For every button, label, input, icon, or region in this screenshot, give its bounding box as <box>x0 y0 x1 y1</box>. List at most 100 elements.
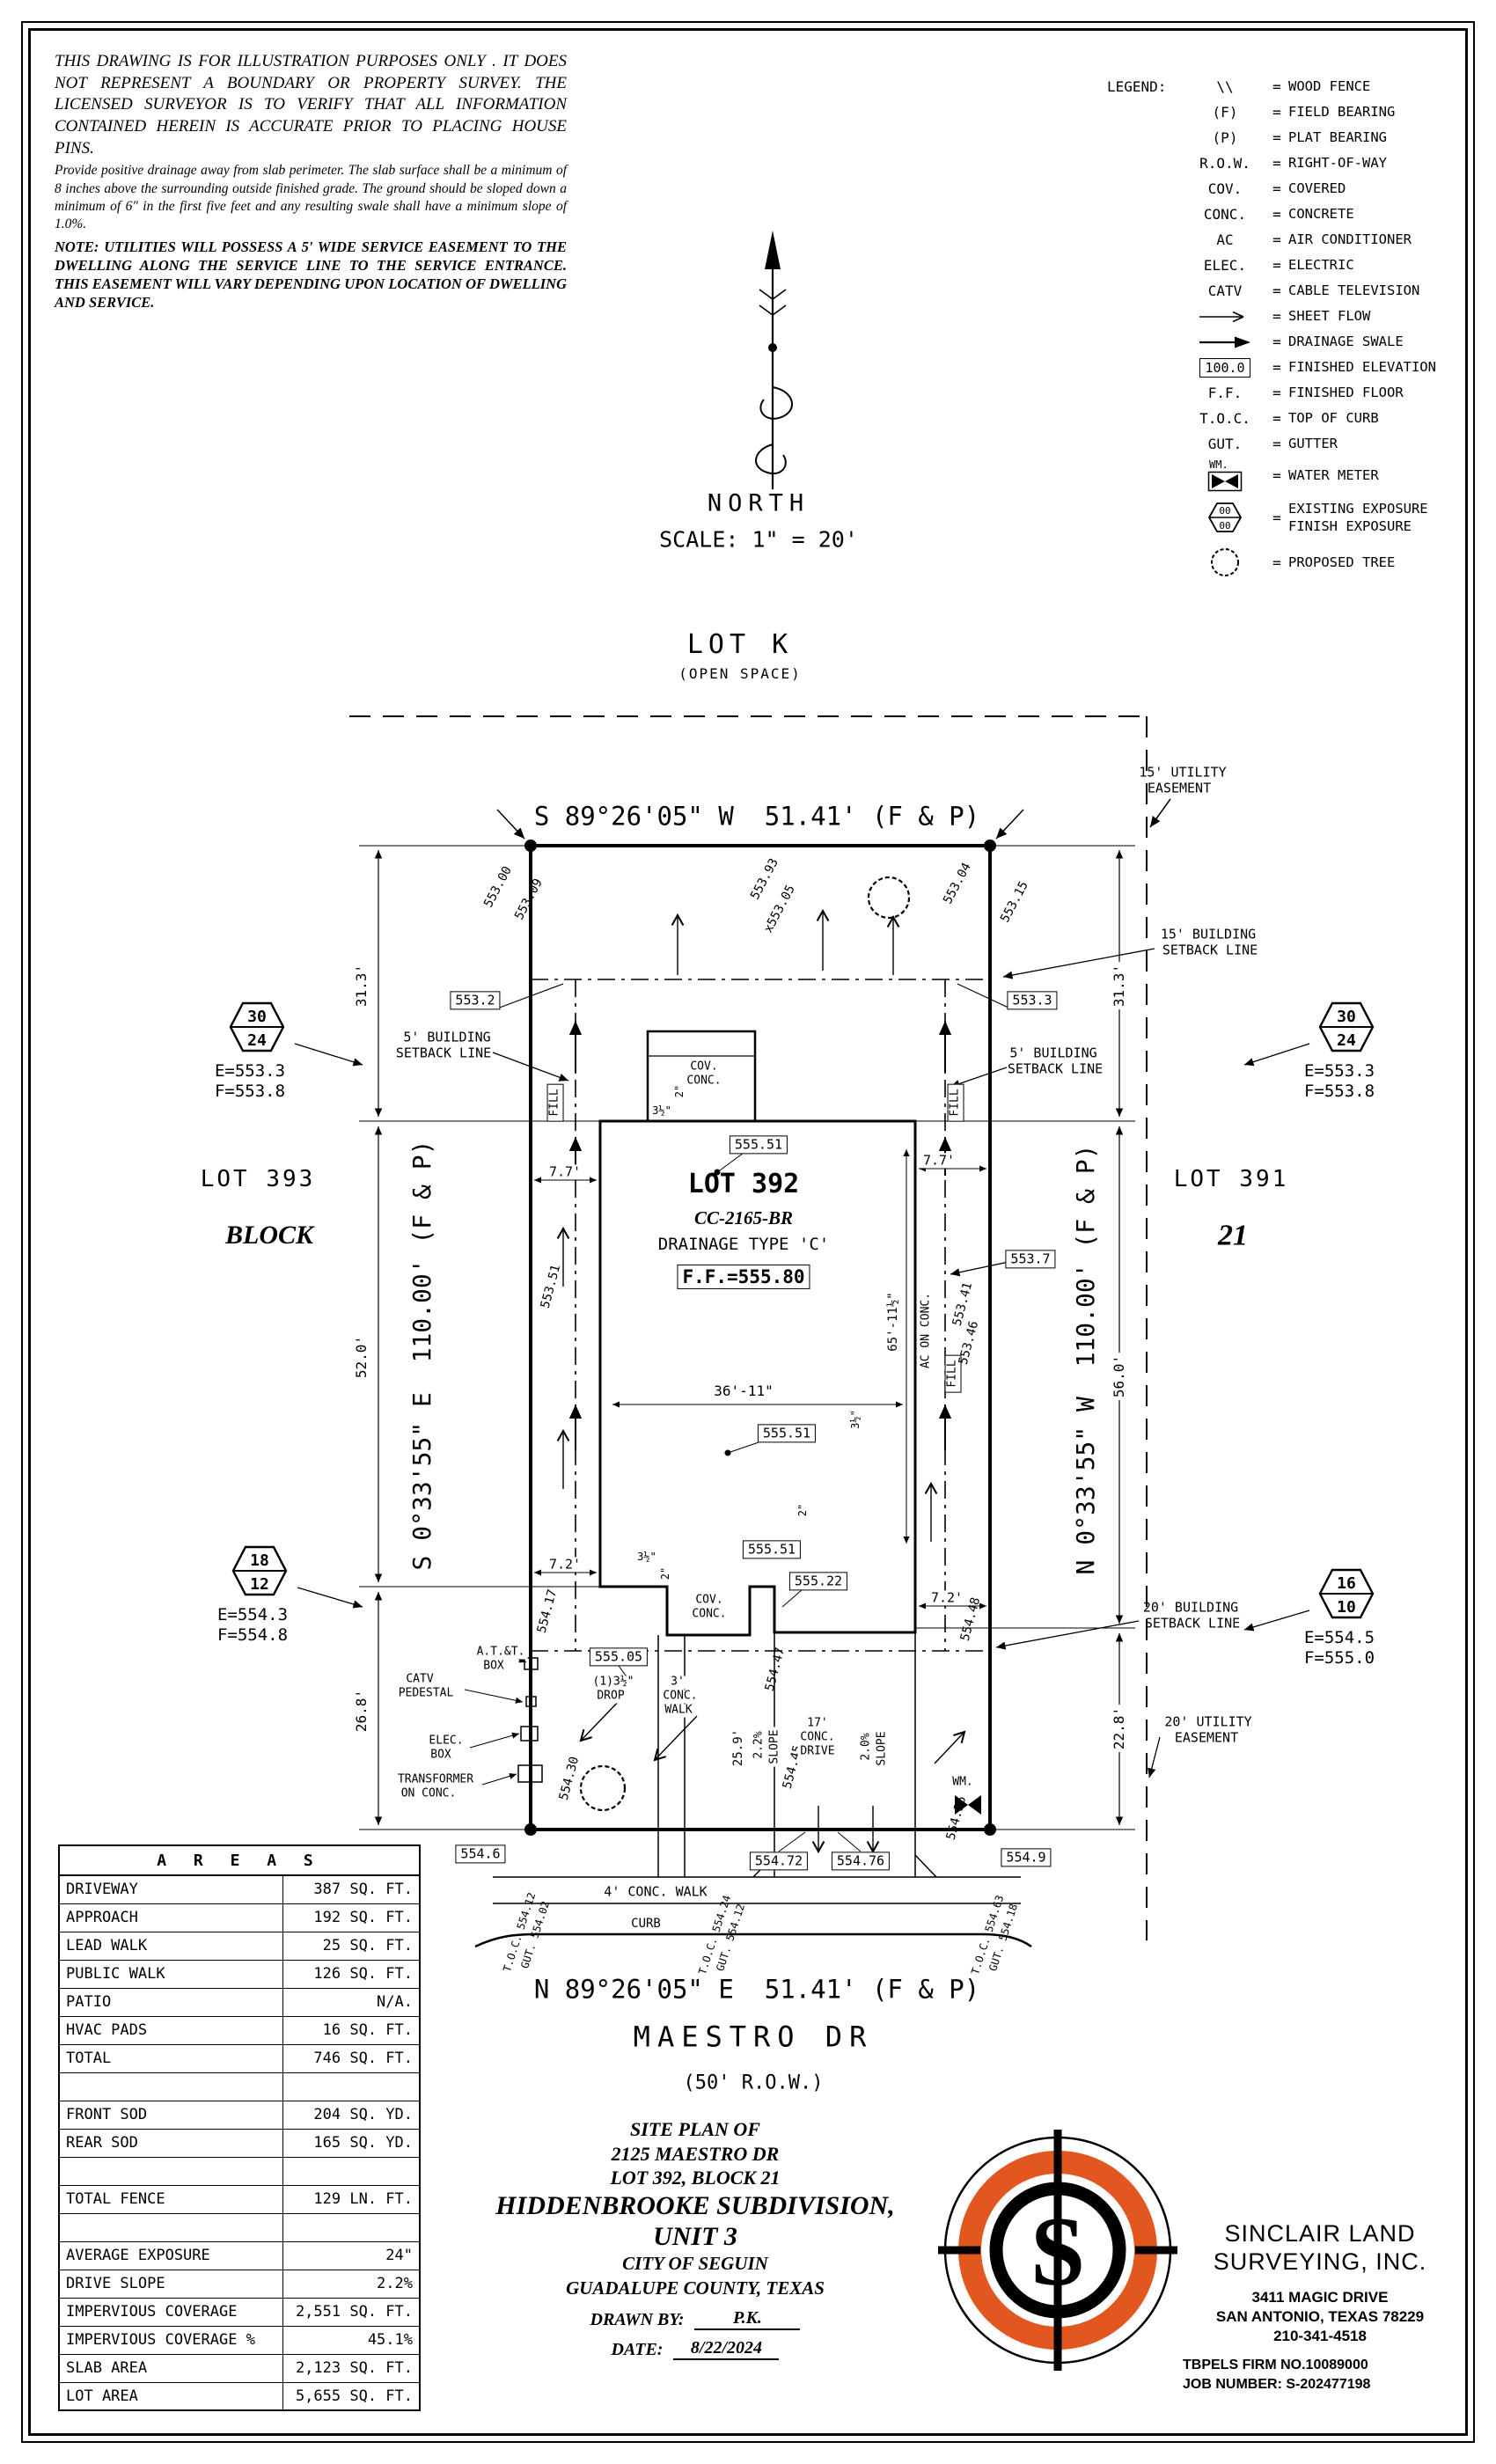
legend-symbol-text: CATV <box>1207 282 1243 299</box>
legend-equals: = <box>1272 308 1281 325</box>
plan-label: MAESTRO DR <box>633 2020 874 2054</box>
areas-row <box>58 2156 421 2186</box>
plan-label: AC ON CONC. <box>920 1289 934 1372</box>
elec-box <box>520 1726 539 1742</box>
legend-item: WM.=WATER METER <box>1107 457 1463 494</box>
svg-text:30: 30 <box>1337 1008 1356 1026</box>
areas-row-label: AVERAGE EXPOSURE <box>58 2240 283 2270</box>
firm-name-line2: SURVEYING, INC. <box>1213 2248 1427 2276</box>
plan-label: SETBACK LINE <box>1007 1060 1104 1077</box>
legend-symbol-text: GUT. <box>1207 436 1243 452</box>
legend-item: =DRAINAGE SWALE <box>1107 329 1463 355</box>
areas-row <box>58 2212 421 2242</box>
date-label: DATE: <box>611 2339 664 2359</box>
plan-label: 554.9 <box>1001 1848 1052 1867</box>
legend-item: COV.=COVERED <box>1107 176 1463 202</box>
plan-label: 25.9' <box>730 1726 746 1770</box>
areas-table-title: A R E A S <box>58 1844 421 1876</box>
public-walk <box>493 1876 1021 1904</box>
legend-equals: = <box>1272 334 1281 350</box>
plan-label: CURB <box>628 1916 664 1932</box>
legend-label: COVERED <box>1288 180 1346 197</box>
svg-text:00: 00 <box>1219 520 1230 532</box>
firm-tbpels: TBPELS FIRM NO.10089000 <box>1183 2358 1368 2373</box>
plan-label: 553.7 <box>1005 1250 1056 1269</box>
legend: LEGEND:\\=WOOD FENCE(F)=FIELD BEARING(P)… <box>1107 74 1463 583</box>
legend-symbol-text: T.O.C. <box>1199 410 1250 427</box>
areas-row-value: 2,123 SQ. FT. <box>282 2353 421 2383</box>
svg-text:24: 24 <box>1337 1031 1356 1050</box>
plan-label: (1)3½" <box>590 1676 637 1690</box>
areas-row-value: 2,551 SQ. FT. <box>282 2297 421 2327</box>
legend-symbol-text: COV. <box>1207 180 1243 197</box>
plan-label: SETBACK LINE <box>1144 1615 1241 1632</box>
plan-label: 555.51 <box>729 1135 788 1155</box>
areas-row-label: APPROACH <box>58 1903 283 1932</box>
areas-row-label: FRONT SOD <box>58 2100 283 2130</box>
legend-item: F.F.=FINISHED FLOOR <box>1107 380 1463 406</box>
firm-name-line1: SINCLAIR LAND <box>1224 2220 1416 2247</box>
plan-label: 553.2 <box>450 991 501 1010</box>
site-address: 2125 MAESTRO DR <box>611 2142 780 2165</box>
plan-label: CC-2165-BR <box>693 1206 794 1228</box>
plan-label: 26.8' <box>353 1686 370 1735</box>
plan-label: LOT K <box>686 628 794 660</box>
drainage-swale-arrow-icon <box>1184 335 1265 349</box>
legend-equals: = <box>1272 282 1281 299</box>
areas-row-value: 25 SQ. FT. <box>282 1931 421 1961</box>
plan-label: CONC. <box>689 1608 730 1622</box>
plan-label: BLOCK <box>224 1220 314 1250</box>
areas-row-label: SLAB AREA <box>58 2353 283 2383</box>
plan-label: 31.3' <box>1111 961 1128 1010</box>
legend-item: CONC.=CONCRETE <box>1107 202 1463 227</box>
areas-row-label <box>58 2156 283 2186</box>
plan-label: LOT 393 <box>200 1166 316 1193</box>
legend-label: WATER METER <box>1288 466 1379 483</box>
legend-label: CONCRETE <box>1288 206 1354 223</box>
att-box <box>524 1657 539 1670</box>
plan-label: EASEMENT <box>1147 780 1212 796</box>
firm-address2: SAN ANTONIO, TEXAS 78229 <box>1215 2307 1425 2325</box>
legend-item: LEGEND:\\=WOOD FENCE <box>1107 74 1463 99</box>
svg-text:10: 10 <box>1337 1598 1356 1617</box>
city: CITY OF SEGUIN <box>622 2253 768 2275</box>
title-block: SITE PLAN OF 2125 MAESTRO DR LOT 392, BL… <box>488 2117 902 2360</box>
firm-logo: S <box>938 2130 1177 2371</box>
svg-text:12: 12 <box>250 1575 269 1594</box>
areas-row-label: HVAC PADS <box>58 2015 283 2045</box>
plan-label: S 0°33'55" E 110.00' (F & P) <box>407 1140 436 1571</box>
plan-label: SLOPE <box>876 1728 890 1769</box>
sheet-flow-arrow-icon <box>1184 310 1265 324</box>
areas-row-label: DRIVE SLOPE <box>58 2269 283 2299</box>
plan-label: 2" <box>659 1564 672 1583</box>
legend-item: =PROPOSED TREE <box>1107 541 1463 583</box>
plan-label: SCALE: 1" = 20' <box>659 526 858 553</box>
plan-label: 554.6 <box>455 1844 506 1864</box>
plan-label: WM. <box>950 1776 976 1790</box>
firm-address1: 3411 MAGIC DRIVE <box>1251 2288 1389 2306</box>
areas-row-value: 192 SQ. FT. <box>282 1903 421 1932</box>
plan-label: WALK <box>662 1704 695 1718</box>
legend-label: PLAT BEARING <box>1288 129 1387 146</box>
areas-row-value <box>282 2212 421 2242</box>
plan-label: 554.47 <box>762 1646 788 1693</box>
legend-label: AIR CONDITIONER <box>1288 231 1412 248</box>
areas-row <box>58 2072 421 2101</box>
areas-row-label: IMPERVIOUS COVERAGE % <box>58 2325 283 2355</box>
areas-row-label: DRIVEWAY <box>58 1874 283 1904</box>
plan-label: 553.00 <box>481 863 515 911</box>
plan-label: DRIVE <box>797 1745 838 1759</box>
plan-label: 554.72 <box>749 1852 809 1871</box>
plan-label: 21 <box>1218 1219 1248 1252</box>
sheet-border-outer <box>21 21 1475 2443</box>
plan-label: LOT 392 <box>687 1168 800 1199</box>
legend-label: RIGHT-OF-WAY <box>1288 155 1387 172</box>
plan-label: A.T.&T. <box>473 1646 528 1660</box>
